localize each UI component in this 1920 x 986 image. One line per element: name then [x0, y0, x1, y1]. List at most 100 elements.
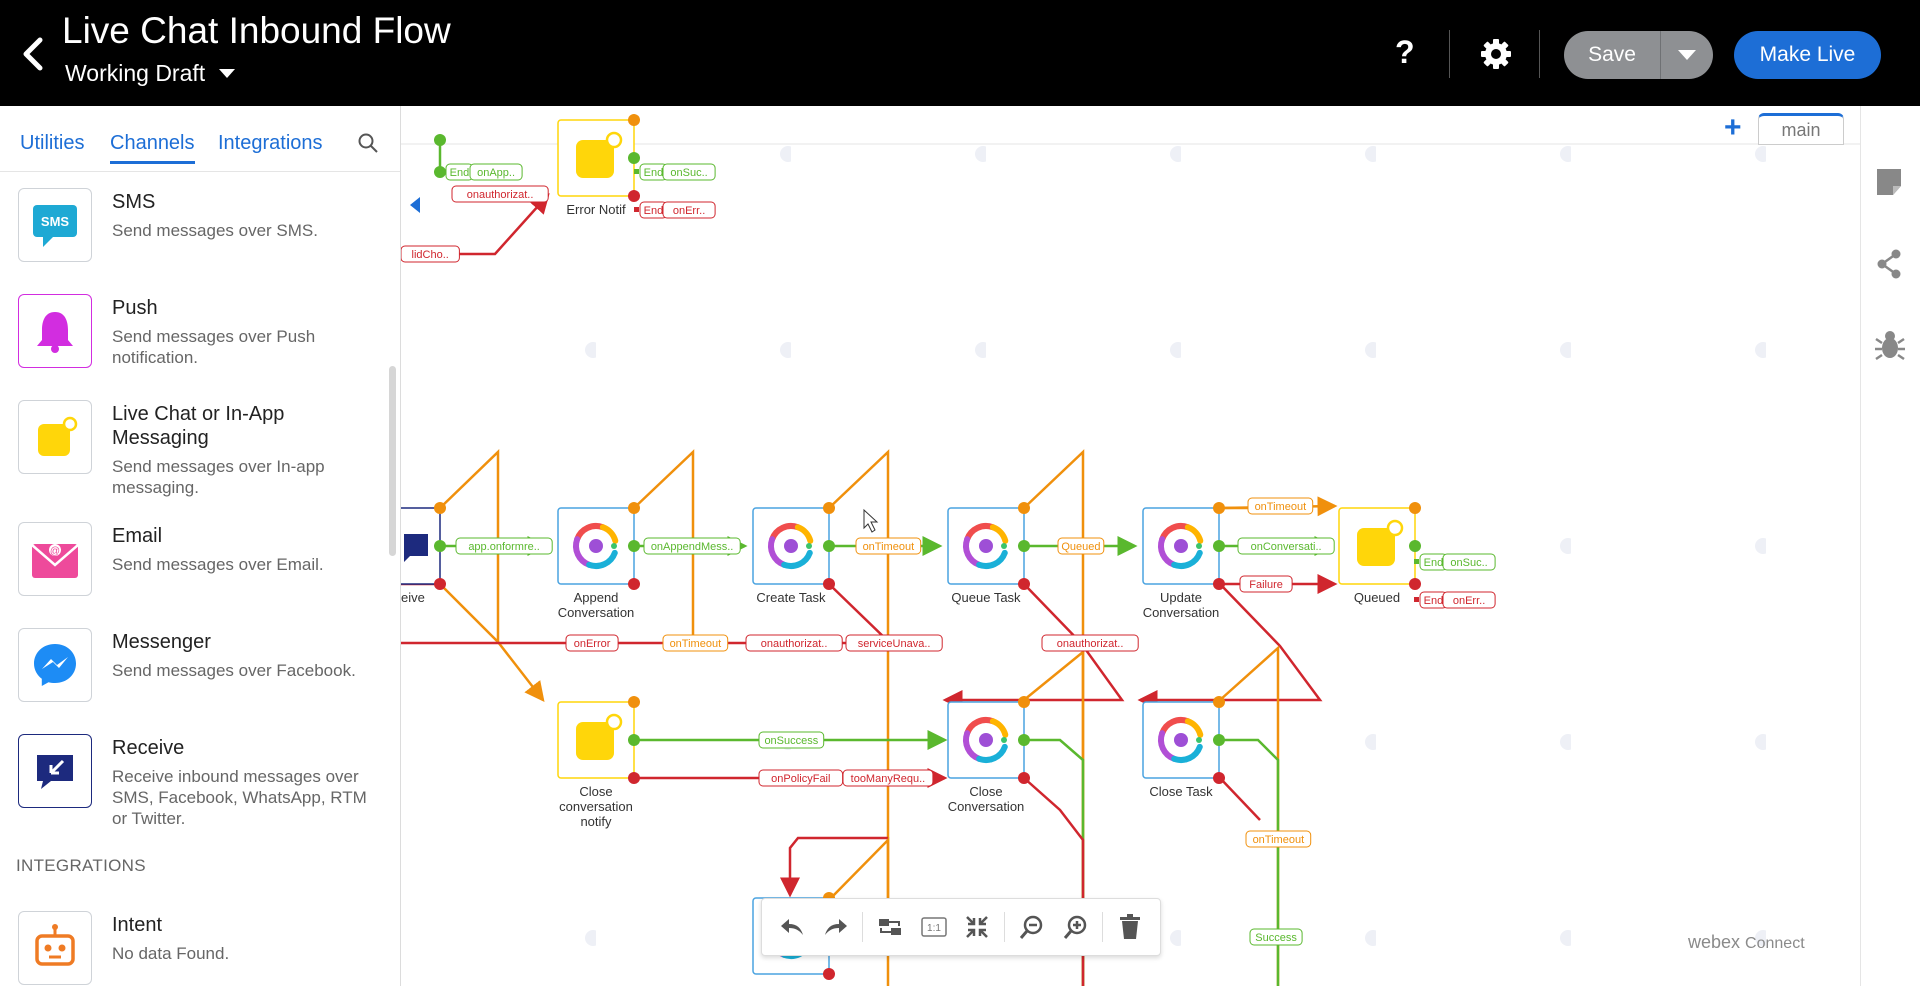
- note-icon[interactable]: [1874, 166, 1904, 203]
- zoom-reset-button[interactable]: 1:1: [917, 910, 951, 944]
- palette-item-intent[interactable]: Intent No data Found.: [0, 911, 385, 986]
- edge-label: serviceUnava..: [845, 634, 943, 652]
- tab-integrations[interactable]: Integrations: [218, 132, 323, 154]
- trash-icon[interactable]: [1113, 910, 1147, 944]
- node-logo-arc: [781, 549, 813, 569]
- port-success: [1213, 540, 1225, 552]
- edge-label: onSuc..: [1442, 553, 1496, 571]
- node-receive-partial[interactable]: eive: [401, 502, 446, 605]
- make-live-button[interactable]: Make Live: [1734, 31, 1881, 79]
- edge-label-frame: [455, 537, 553, 555]
- back-arrow-icon[interactable]: [16, 30, 50, 78]
- node-logo-center: [589, 539, 603, 553]
- palette-item-receive[interactable]: Receive Receive inbound messages over SM…: [0, 734, 385, 844]
- help-icon[interactable]: ?: [1395, 34, 1415, 70]
- node-label: Conversation: [558, 605, 635, 620]
- zoom-in-icon[interactable]: [1059, 910, 1093, 944]
- palette-item-live-chat[interactable]: Live Chat or In-App Messaging Send messa…: [0, 400, 385, 510]
- auto-layout-icon[interactable]: [873, 910, 907, 944]
- node-label: Queue Task: [951, 590, 1021, 605]
- edge-label-frame: [662, 163, 716, 181]
- palette-item-sms[interactable]: SMS SMS Send messages over SMS.: [0, 188, 385, 278]
- node-close-task[interactable]: Close Task: [1142, 696, 1225, 799]
- gear-icon[interactable]: [1480, 38, 1512, 75]
- bell-icon: [18, 294, 92, 368]
- undo-icon[interactable]: [775, 910, 809, 944]
- palette-item-email[interactable]: @ Email Send messages over Email.: [0, 522, 385, 612]
- node-logo-center: [979, 539, 993, 553]
- edge-label-frame: [1442, 553, 1496, 571]
- edge-label: End: [639, 163, 668, 181]
- edge-label: lidCho..: [401, 245, 460, 263]
- save-button[interactable]: Save: [1564, 31, 1661, 79]
- edge-label: Queued: [1057, 537, 1105, 555]
- webex-connect-logo: webex Connect: [1688, 932, 1805, 952]
- edge-label: onTimeout: [855, 537, 922, 555]
- port-timeout: [1018, 696, 1030, 708]
- node-logo-arc: [976, 549, 1008, 569]
- edge-label-text: onTimeout: [863, 541, 915, 553]
- port-success: [628, 734, 640, 746]
- version-dropdown[interactable]: Working Draft: [65, 60, 236, 87]
- edge-label: End: [445, 163, 474, 181]
- edge-label-frame: [1057, 537, 1105, 555]
- node-logo-dot: [1196, 737, 1202, 743]
- add-tab-icon[interactable]: +: [1724, 111, 1742, 144]
- debug-bug-icon[interactable]: [1874, 328, 1906, 367]
- node-create-task[interactable]: Create Task: [752, 502, 835, 605]
- port-timeout: [628, 114, 640, 126]
- edge-label-text: Failure: [1249, 579, 1283, 591]
- edge-label-frame: [1245, 830, 1312, 848]
- flow-edge: [780, 836, 888, 898]
- redo-icon[interactable]: [819, 910, 853, 944]
- node-queued[interactable]: Queued: [1338, 502, 1421, 605]
- node-logo-arc: [1184, 718, 1204, 738]
- edge-label-frame: [1249, 928, 1303, 946]
- palette-item-push[interactable]: Push Send messages over Push notificatio…: [0, 294, 385, 384]
- zoom-out-icon[interactable]: [1015, 910, 1049, 944]
- sidebar-scrollbar[interactable]: [389, 366, 396, 556]
- divider: [1539, 30, 1540, 78]
- node-error-notif[interactable]: Error Notif: [557, 114, 640, 217]
- status-dot: [605, 713, 623, 731]
- node-queue-task[interactable]: Queue Task: [947, 502, 1030, 605]
- save-options-button[interactable]: [1661, 31, 1713, 79]
- edge-label-frame: [662, 201, 716, 219]
- palette-item-messenger[interactable]: Messenger Send messages over Facebook.: [0, 628, 385, 718]
- node-logo-center: [1174, 733, 1188, 747]
- tab-main[interactable]: main: [1758, 113, 1844, 145]
- palette-item-name: Intent: [112, 914, 163, 936]
- edge-label-text: onTimeout: [1253, 834, 1305, 846]
- tab-channels[interactable]: Channels: [110, 132, 195, 164]
- search-icon[interactable]: [357, 132, 379, 159]
- node-logo-arc: [586, 549, 618, 569]
- edge-label-frame: [842, 769, 934, 787]
- node-label: Create Task: [756, 590, 826, 605]
- node-logo-dot: [1001, 543, 1007, 549]
- divider: [1102, 912, 1104, 942]
- edge-label-frame: [745, 634, 843, 652]
- port-timeout: [628, 696, 640, 708]
- edge-label-text: onSuc..: [1450, 557, 1487, 569]
- node-logo-arc: [976, 743, 1008, 763]
- fit-to-screen-icon[interactable]: [960, 910, 994, 944]
- port-success: [1213, 734, 1225, 746]
- node-logo-center: [979, 733, 993, 747]
- status-dot: [1386, 519, 1404, 537]
- canvas-toolbar: 1:1: [761, 898, 1161, 956]
- edge-label-text: lidCho..: [412, 249, 449, 261]
- edge-label: onError: [565, 634, 619, 652]
- edge-label-text: serviceUnava..: [858, 638, 931, 650]
- share-icon[interactable]: [1874, 248, 1904, 285]
- edge-label: onTimeout: [662, 634, 729, 652]
- tab-utilities[interactable]: Utilities: [20, 132, 85, 154]
- port-error: [628, 578, 640, 590]
- collapse-panel-icon[interactable]: [401, 185, 431, 225]
- edge-label: onErr..: [662, 201, 716, 219]
